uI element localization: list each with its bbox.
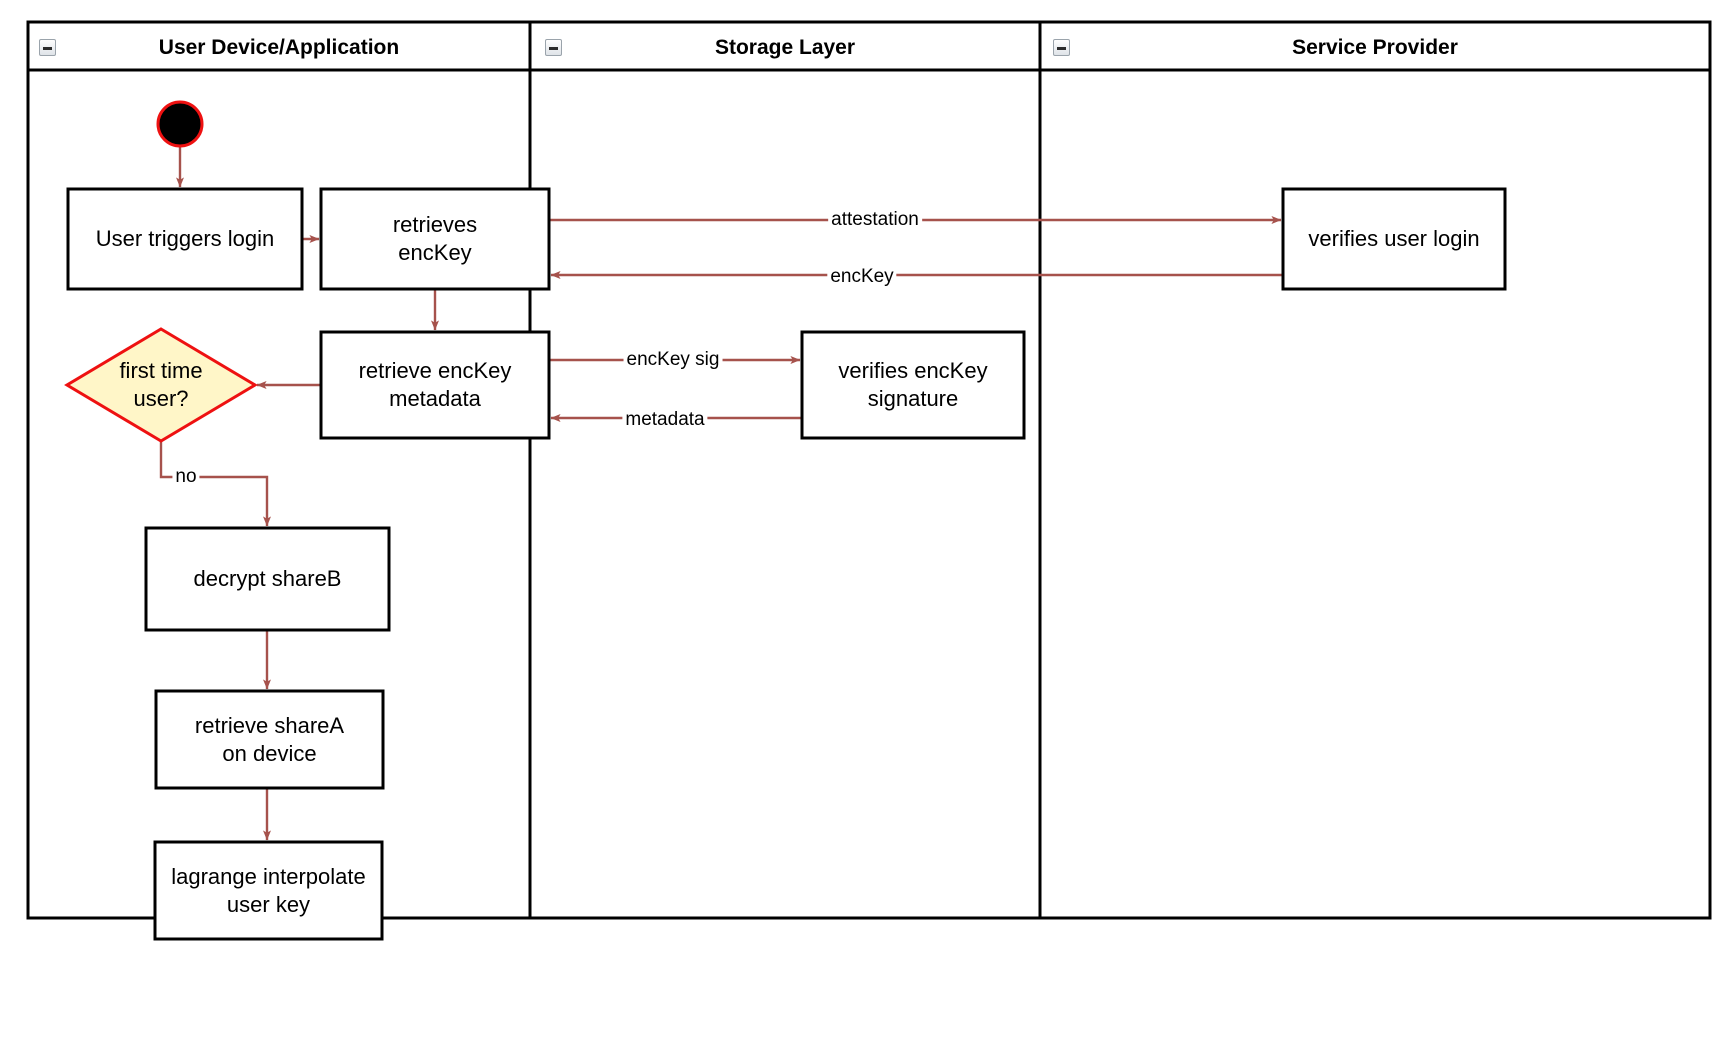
edge-label-no: no [172, 466, 200, 488]
start-node[interactable] [156, 100, 204, 148]
edge-label-metadata: metadata [622, 409, 708, 431]
collapse-minus-icon-lane-service-provider[interactable] [1053, 39, 1070, 56]
node-retrieve-enckey-metadata[interactable] [319, 330, 551, 440]
lane-title-service-provider: Service Provider [1292, 36, 1458, 59]
node-retrieves-enckey[interactable] [319, 187, 551, 291]
node-retrieve-sharea-on-device[interactable] [154, 689, 385, 790]
node-lagrange-interpolate-user-key[interactable] [153, 840, 384, 941]
lane-title-user-device: User Device/Application [158, 36, 400, 59]
edge-decision-no-to-decrypt [159, 441, 271, 527]
collapse-minus-icon-lane-user-device[interactable] [39, 39, 56, 56]
node-verifies-enckey-signature[interactable] [800, 330, 1026, 440]
lane-title-storage: Storage Layer [714, 36, 856, 59]
collapse-minus-icon-lane-storage[interactable] [545, 39, 562, 56]
node-decrypt-shareb[interactable] [144, 526, 391, 632]
node-first-time-user-decision[interactable] [64, 327, 258, 443]
edge-label-attestation: attestation [828, 209, 922, 231]
edge-label-enckey-sig: encKey sig [623, 349, 723, 371]
node-verifies-user-login[interactable] [1281, 187, 1507, 291]
edge-label-enckey: encKey [827, 266, 897, 288]
node-user-triggers-login[interactable] [66, 187, 304, 291]
